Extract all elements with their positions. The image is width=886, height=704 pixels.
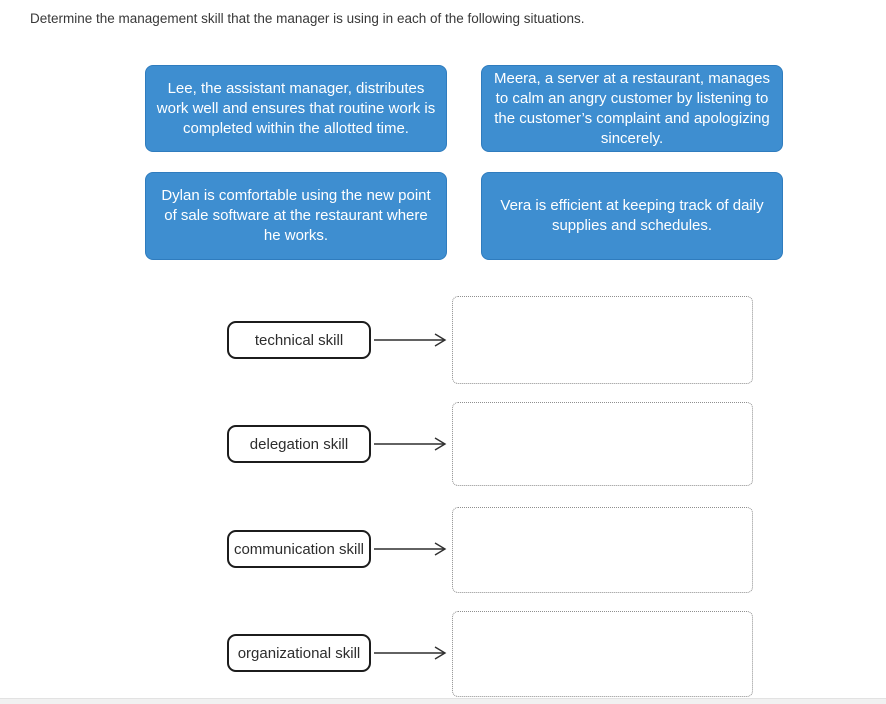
drop-zone-organizational[interactable] bbox=[452, 611, 753, 697]
scenario-card-text: Vera is efficient at keeping track of da… bbox=[500, 197, 764, 234]
skill-label-text: communication skill bbox=[233, 540, 365, 558]
skill-label-delegation: delegation skill bbox=[227, 425, 371, 463]
arrow-right-icon bbox=[374, 541, 449, 557]
skill-label-technical: technical skill bbox=[227, 321, 371, 359]
skill-label-text: delegation skill bbox=[249, 435, 349, 453]
drop-zone-delegation[interactable] bbox=[452, 402, 753, 486]
drop-zone-technical[interactable] bbox=[452, 296, 753, 384]
scenario-card-text: Lee, the assistant manager, distributes … bbox=[156, 79, 436, 137]
instruction-text: Determine the management skill that the … bbox=[30, 11, 585, 26]
drop-zone-communication[interactable] bbox=[452, 507, 753, 593]
skill-label-text: technical skill bbox=[254, 331, 344, 349]
arrow-right-icon bbox=[374, 645, 449, 661]
scenario-card-text: Dylan is comfortable using the new point… bbox=[161, 187, 431, 244]
arrow-right-icon bbox=[374, 436, 449, 452]
skill-label-communication: communication skill bbox=[227, 530, 371, 568]
scenario-card-vera[interactable]: Vera is efficient at keeping track of da… bbox=[481, 172, 783, 260]
scenario-card-meera[interactable]: Meera, a server at a restaurant, manages… bbox=[481, 65, 783, 152]
arrow-right-icon bbox=[374, 332, 449, 348]
skill-label-text: organizational skill bbox=[237, 644, 361, 662]
scenario-card-text: Meera, a server at a restaurant, manages… bbox=[494, 69, 770, 147]
horizontal-scrollbar[interactable] bbox=[0, 698, 886, 704]
skill-label-organizational: organizational skill bbox=[227, 634, 371, 672]
scenario-card-lee[interactable]: Lee, the assistant manager, distributes … bbox=[145, 65, 447, 152]
scenario-card-dylan[interactable]: Dylan is comfortable using the new point… bbox=[145, 172, 447, 260]
